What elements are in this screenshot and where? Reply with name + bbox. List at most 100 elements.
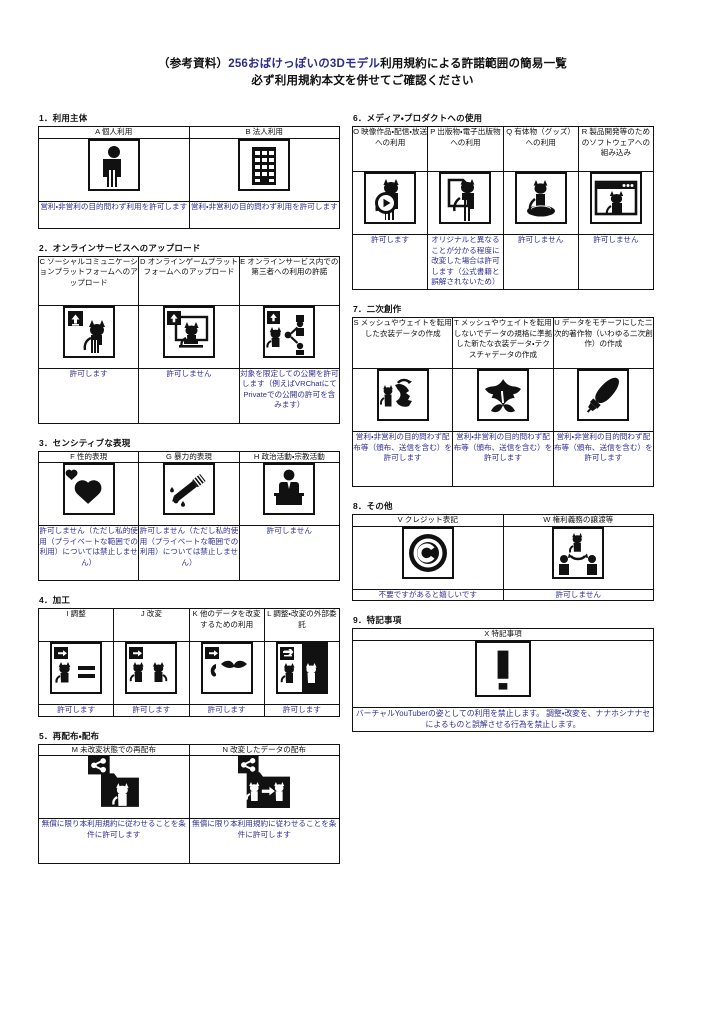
icon-row <box>352 525 654 590</box>
header-row: I 調整 J 改変 K 他のデータを改変するための利用 L 調整・改変の外部委託 <box>37 608 341 642</box>
share-folder-cat-icon <box>87 756 140 808</box>
icon-cell-u <box>552 368 655 432</box>
title-main-line: （参考資料）256おばけっぽいの3Dモデル利用規約による許諾範囲の簡易一覧 <box>38 56 687 73</box>
icon-row <box>351 171 655 235</box>
column-header-j: J 改変 <box>113 608 190 642</box>
icon-cell-s <box>351 368 454 432</box>
icon-cell-m <box>38 755 190 819</box>
left-column: 1．利用主体 A 個人利用 B 法人利用 <box>37 112 341 877</box>
column-header-g: G 暴力的表現 <box>138 450 240 463</box>
icon-row <box>37 641 341 705</box>
icon-cell-c <box>37 304 140 369</box>
cat-play-button-icon <box>364 172 417 224</box>
result-row: 許可します 許可しません 対象を限定しての公開を許可します（例えばVRChatに… <box>37 367 341 424</box>
title-prefix: （参考資料） <box>158 58 229 70</box>
icon-cell-t <box>452 368 554 432</box>
result-row: 許可しません（ただし私的使用（プライベートな範囲での利用）については禁止しません… <box>37 525 341 581</box>
section-8-table: V クレジット表記 W 権利義務の譲渡等 <box>352 514 654 601</box>
header-row: X 特記事項 <box>352 628 654 641</box>
header-row: A 個人利用 B 法人利用 <box>38 126 340 139</box>
right-column: 6．メディア・プロダクトへの使用 O 映像作品・配信・放送への利用 P 出版物・… <box>351 112 655 745</box>
section-3-heading: 3．センシティブな表現 <box>39 437 131 448</box>
section-2-table: C ソーシャルコミュニケーションプラットフォームへのアップロード D オンライン… <box>37 255 341 424</box>
column-header-h: H 政治活動・宗教活動 <box>238 450 341 463</box>
cat-figurine-icon <box>514 172 567 224</box>
icon-cell-h <box>238 462 341 526</box>
header-row: M 未改変状態での再配布 N 改変したデータの配布 <box>38 743 340 756</box>
header-row: C ソーシャルコミュニケーションプラットフォームへのアップロード D オンライン… <box>37 255 341 306</box>
result-i: 許可します <box>37 704 115 717</box>
icon-cell-p <box>427 171 504 235</box>
column-header-v: V クレジット表記 <box>352 514 504 527</box>
icon-row <box>352 639 654 708</box>
column-header-r: R 製品開発等のためのソフトウェアへの組み込み <box>577 126 655 172</box>
page-title: （参考資料）256おばけっぽいの3Dモデル利用規約による許諾範囲の簡易一覧 必ず… <box>38 56 687 90</box>
column-header-t: T メッシュやウェイトを転用しないでデータの規格に準拠した新たな衣装データ・テク… <box>452 317 554 369</box>
result-h: 許可しません <box>238 525 341 581</box>
icon-cell-i <box>37 641 115 705</box>
icon-cell-b <box>188 137 340 202</box>
result-row: 無償に限り本利用規約に従わせることを条件に許可します 無償に限り本利用規約に従わ… <box>38 818 340 864</box>
column-header-d: D オンラインゲームプラットフォームへのアップロード <box>138 255 240 306</box>
column-header-k: K 他のデータを改変するための利用 <box>188 608 265 642</box>
result-q: 許可しません <box>502 234 579 290</box>
header-row: V クレジット表記 W 権利義務の譲渡等 <box>352 514 654 527</box>
section-7-derivative-works: 7．二次創作 S メッシュやウェイトを転用した衣装データの作成 T メッシュやウ… <box>351 303 655 487</box>
column-header-i: I 調整 <box>37 608 115 642</box>
header-row: O 映像作品・配信・放送への利用 P 出版物・電子出版物への利用 Q 有体物（グ… <box>351 126 655 172</box>
knife-icon <box>162 463 215 515</box>
result-a: 営利・非営利の目的問わず利用を許可します <box>38 200 190 229</box>
result-t: 営利・非営利の目的問わず配布等（頒布、送信を含む）を許可します <box>452 431 554 487</box>
section-6-media-product: 6．メディア・プロダクトへの使用 O 映像作品・配信・放送への利用 P 出版物・… <box>351 112 655 290</box>
column-header-o: O 映像作品・配信・放送への利用 <box>351 126 429 172</box>
icon-cell-e <box>238 304 341 369</box>
result-g: 許可しません（ただし私的使用（プライベートな範囲での利用）については禁止しません… <box>138 525 240 581</box>
icon-cell-a <box>38 137 190 202</box>
upload-cat-icon <box>62 305 115 358</box>
result-c: 許可します <box>37 367 140 424</box>
result-row: 許可します 許可します 許可します 許可します <box>37 704 341 717</box>
section-5-redistribution: 5．再配布・配布 M 未改変状態での再配布 N 改変したデータの配布 <box>38 730 340 864</box>
modify-other-data-icon <box>200 642 253 694</box>
section-7-heading: 7．二次創作 <box>353 304 402 314</box>
icon-cell-f <box>37 462 140 526</box>
result-m: 無償に限り本利用規約に従わせることを条件に許可します <box>38 818 190 864</box>
result-row: 営利・非営利の目的問わず配布等（頒布、送信を含む）を許可します 営利・非営利の目… <box>351 431 655 487</box>
column-header-f: F 性的表現 <box>37 450 140 463</box>
share-folder-modified-cat-icon <box>238 756 291 808</box>
column-header-n: N 改変したデータの配布 <box>188 743 340 756</box>
icon-cell-k <box>188 641 265 705</box>
column-header-s: S メッシュやウェイトを転用した衣装データの作成 <box>351 317 454 369</box>
icon-cell-w <box>502 525 654 590</box>
result-d: 許可しません <box>138 367 240 424</box>
column-header-a: A 個人利用 <box>38 126 190 139</box>
section-9-table: X 特記事項 バーチャルYouTuberの姿としての利用を禁止します。 調整・改… <box>352 628 654 732</box>
section-8-heading: 8．その他 <box>353 501 393 511</box>
building-icon <box>238 138 291 191</box>
section-9-special-notes: 9．特記事項 X 特記事項 バーチャルYouTuberの姿としての利用を禁止し <box>352 614 654 732</box>
column-header-u: U データをモチーフにした二次的著作物（いわゆる二次創作）の作成 <box>552 317 655 369</box>
icon-cell-d <box>138 304 240 369</box>
section-4-table: I 調整 J 改変 K 他のデータを改変するための利用 L 調整・改変の外部委託 <box>37 608 341 717</box>
upload-share-people-icon <box>263 305 316 358</box>
result-w: 許可しません <box>502 588 654 601</box>
icon-row <box>37 462 341 526</box>
result-n: 無償に限り本利用規約に従わせることを条件に許可します <box>188 818 340 864</box>
icon-cell-v <box>352 525 504 590</box>
section-7-table: S メッシュやウェイトを転用した衣装データの作成 T メッシュやウェイトを転用し… <box>351 317 655 487</box>
icon-cell-q <box>502 171 579 235</box>
modify-two-cats-icon <box>125 642 178 694</box>
result-v: 不要ですがあると嬉しいです <box>352 588 504 601</box>
result-o: 許可します <box>351 234 429 290</box>
result-e: 対象を限定しての公開を許可します（例えばVRChatにてPrivateでの公開の… <box>238 367 341 424</box>
icon-row <box>38 755 340 819</box>
section-4-heading: 4．加工 <box>39 595 71 605</box>
result-f: 許可しません（ただし私的使用（プライベートな範囲での利用）については禁止しません… <box>37 525 140 581</box>
column-header-w: W 権利義務の譲渡等 <box>502 514 654 527</box>
section-9-heading: 9．特記事項 <box>353 615 402 625</box>
column-header-b: B 法人利用 <box>188 126 340 139</box>
cat-document-icon <box>439 172 492 224</box>
result-row: 営利・非営利の目的問わず利用を許可します 営利・非営利の目的問わず利用を許可しま… <box>38 200 340 229</box>
section-5-table: M 未改変状態での再配布 N 改変したデータの配布 <box>38 743 340 864</box>
